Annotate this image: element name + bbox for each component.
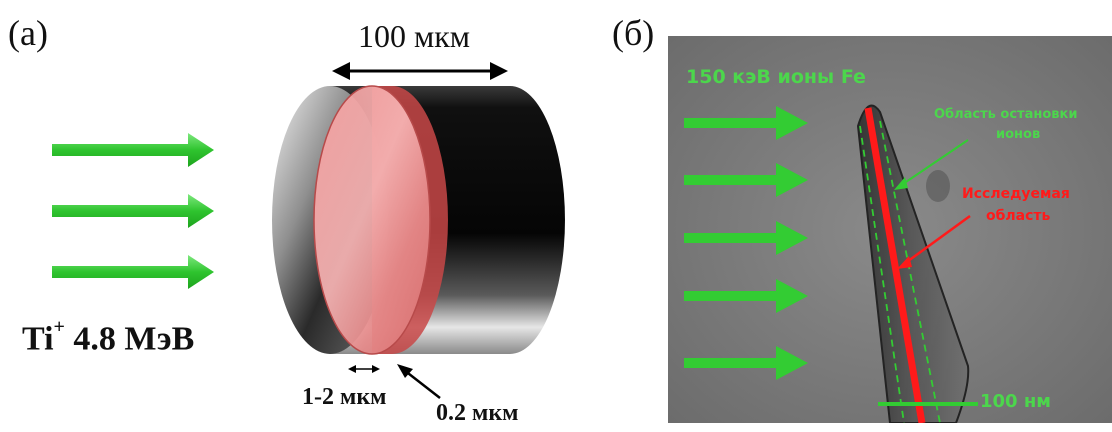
panel-a-diagram (52, 62, 565, 399)
ion-charge: + (53, 316, 65, 338)
stopping-region-label-1: Область остановки (934, 107, 1078, 122)
beam-arrows (684, 106, 808, 380)
stopping-region-boundary (879, 120, 941, 423)
arrow-right-icon (52, 194, 214, 228)
pointer-arrow (397, 364, 441, 399)
studied-region-line (864, 107, 926, 423)
irradiated-face (314, 86, 430, 354)
arrow-right-icon (52, 255, 214, 289)
arrow-right-icon (684, 279, 808, 313)
stopping-region-boundary (859, 125, 905, 423)
layer-label: 0.2 мкм (436, 400, 519, 426)
arrow-right-icon (52, 133, 214, 167)
sample-cylinder (272, 85, 565, 355)
studied-region-label-2: область (986, 208, 1051, 224)
stopping-leader (899, 139, 969, 187)
arrow-right-icon (684, 106, 808, 140)
arrow-right-icon (684, 346, 808, 380)
arrow-right-icon (684, 221, 808, 255)
ion-beam-arrows (52, 133, 214, 289)
arrow-right-icon (684, 163, 808, 197)
studied-region-label-1: Исследуемая (962, 186, 1070, 202)
double-arrow-icon (348, 365, 380, 373)
depth-label: 1-2 мкм (302, 384, 387, 410)
ion-label: Ti+ 4.8 МэВ (22, 316, 195, 358)
panel-a-label: (a) (8, 13, 48, 53)
panel-b-label: (б) (612, 13, 655, 53)
double-arrow-icon (332, 62, 508, 80)
studied-leader (903, 214, 971, 266)
length-label: 100 мкм (358, 18, 471, 54)
scale-bar-label: 100 нм (980, 391, 1051, 412)
ion-energy: 4.8 МэВ (73, 320, 195, 358)
ion-species: Ti (22, 320, 54, 358)
tem-micrograph: 150 кэВ ионы Fe Область остановки ионов … (668, 36, 1112, 423)
stopping-region-label-2: ионов (996, 127, 1041, 142)
beam-label: 150 кэВ ионы Fe (686, 66, 866, 88)
